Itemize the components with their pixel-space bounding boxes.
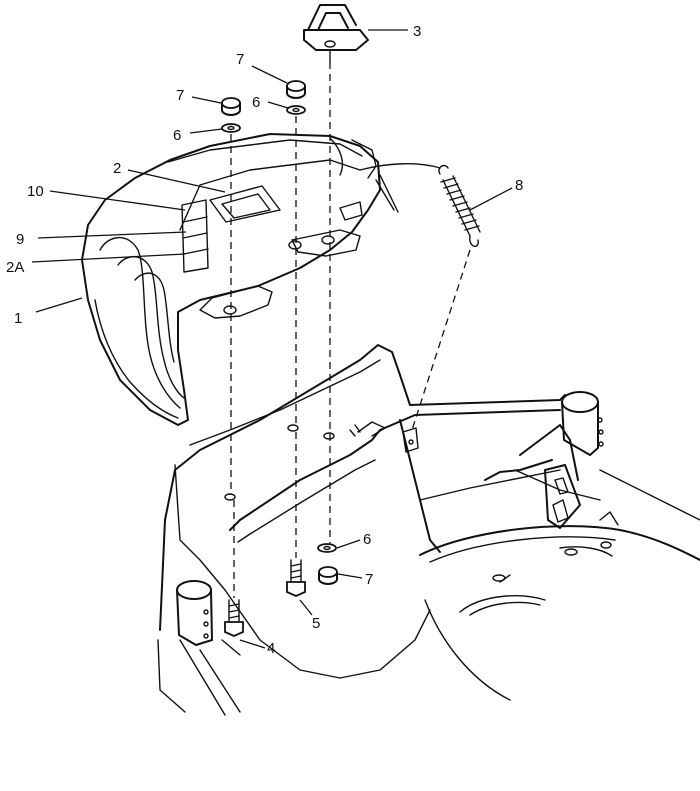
callout-6-upper-left: 6 [173, 127, 181, 144]
callout-6-lower: 6 [363, 531, 371, 548]
upper-right-nut-7 [286, 80, 306, 99]
bolt-5 [286, 559, 306, 597]
mower-frame [157, 344, 700, 716]
leader-lines [31, 29, 513, 649]
upper-right-washer-6 [286, 105, 306, 115]
lower-nut-7 [318, 566, 338, 585]
tension-spring [359, 163, 481, 247]
callout-2: 2 [113, 160, 121, 177]
callout-3: 3 [413, 23, 421, 40]
callout-7-lower: 7 [365, 571, 373, 588]
callout-10: 10 [27, 183, 44, 200]
callout-8: 8 [515, 177, 523, 194]
callout-2a: 2A [6, 259, 24, 276]
hood-shroud [81, 133, 399, 426]
callout-7-upper-left: 7 [176, 87, 184, 104]
callout-7-upper-right: 7 [236, 51, 244, 68]
alignment-lines [230, 62, 471, 598]
callout-5: 5 [312, 615, 320, 632]
bolt-4 [224, 599, 244, 637]
callout-1: 1 [14, 310, 22, 327]
callout-labels: 1 2 2A 3 4 5 6 6 6 7 7 7 8 9 10 [6, 23, 523, 657]
callout-4: 4 [267, 640, 275, 657]
callout-6-upper-right: 6 [252, 94, 260, 111]
upper-left-nut-7 [221, 97, 241, 116]
lift-handle [303, 4, 369, 63]
upper-left-washer-6 [221, 123, 241, 133]
lower-washer-6 [317, 543, 337, 553]
callout-9: 9 [16, 231, 24, 248]
